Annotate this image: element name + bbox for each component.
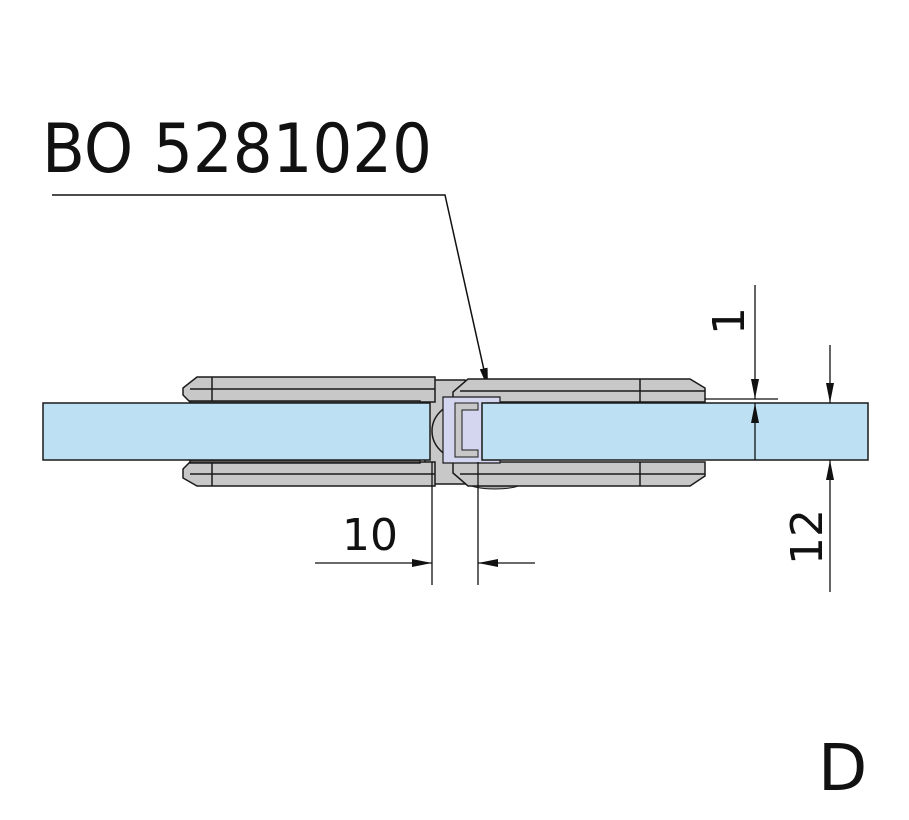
left-clamp (182, 376, 436, 487)
offset-dimension-value: 1 (704, 307, 755, 335)
gap-dimension-value: 10 (342, 510, 398, 561)
part-number-label: BO 5281020 (42, 110, 432, 189)
right-glass-panel (481, 402, 869, 461)
right-clamp (452, 378, 706, 487)
offset-dimension (705, 285, 778, 460)
view-label: D (818, 732, 867, 806)
leader-line (52, 194, 489, 389)
gap-dimension (315, 462, 535, 585)
thickness-dimension-value: 12 (782, 509, 833, 565)
left-glass-panel (42, 402, 431, 461)
